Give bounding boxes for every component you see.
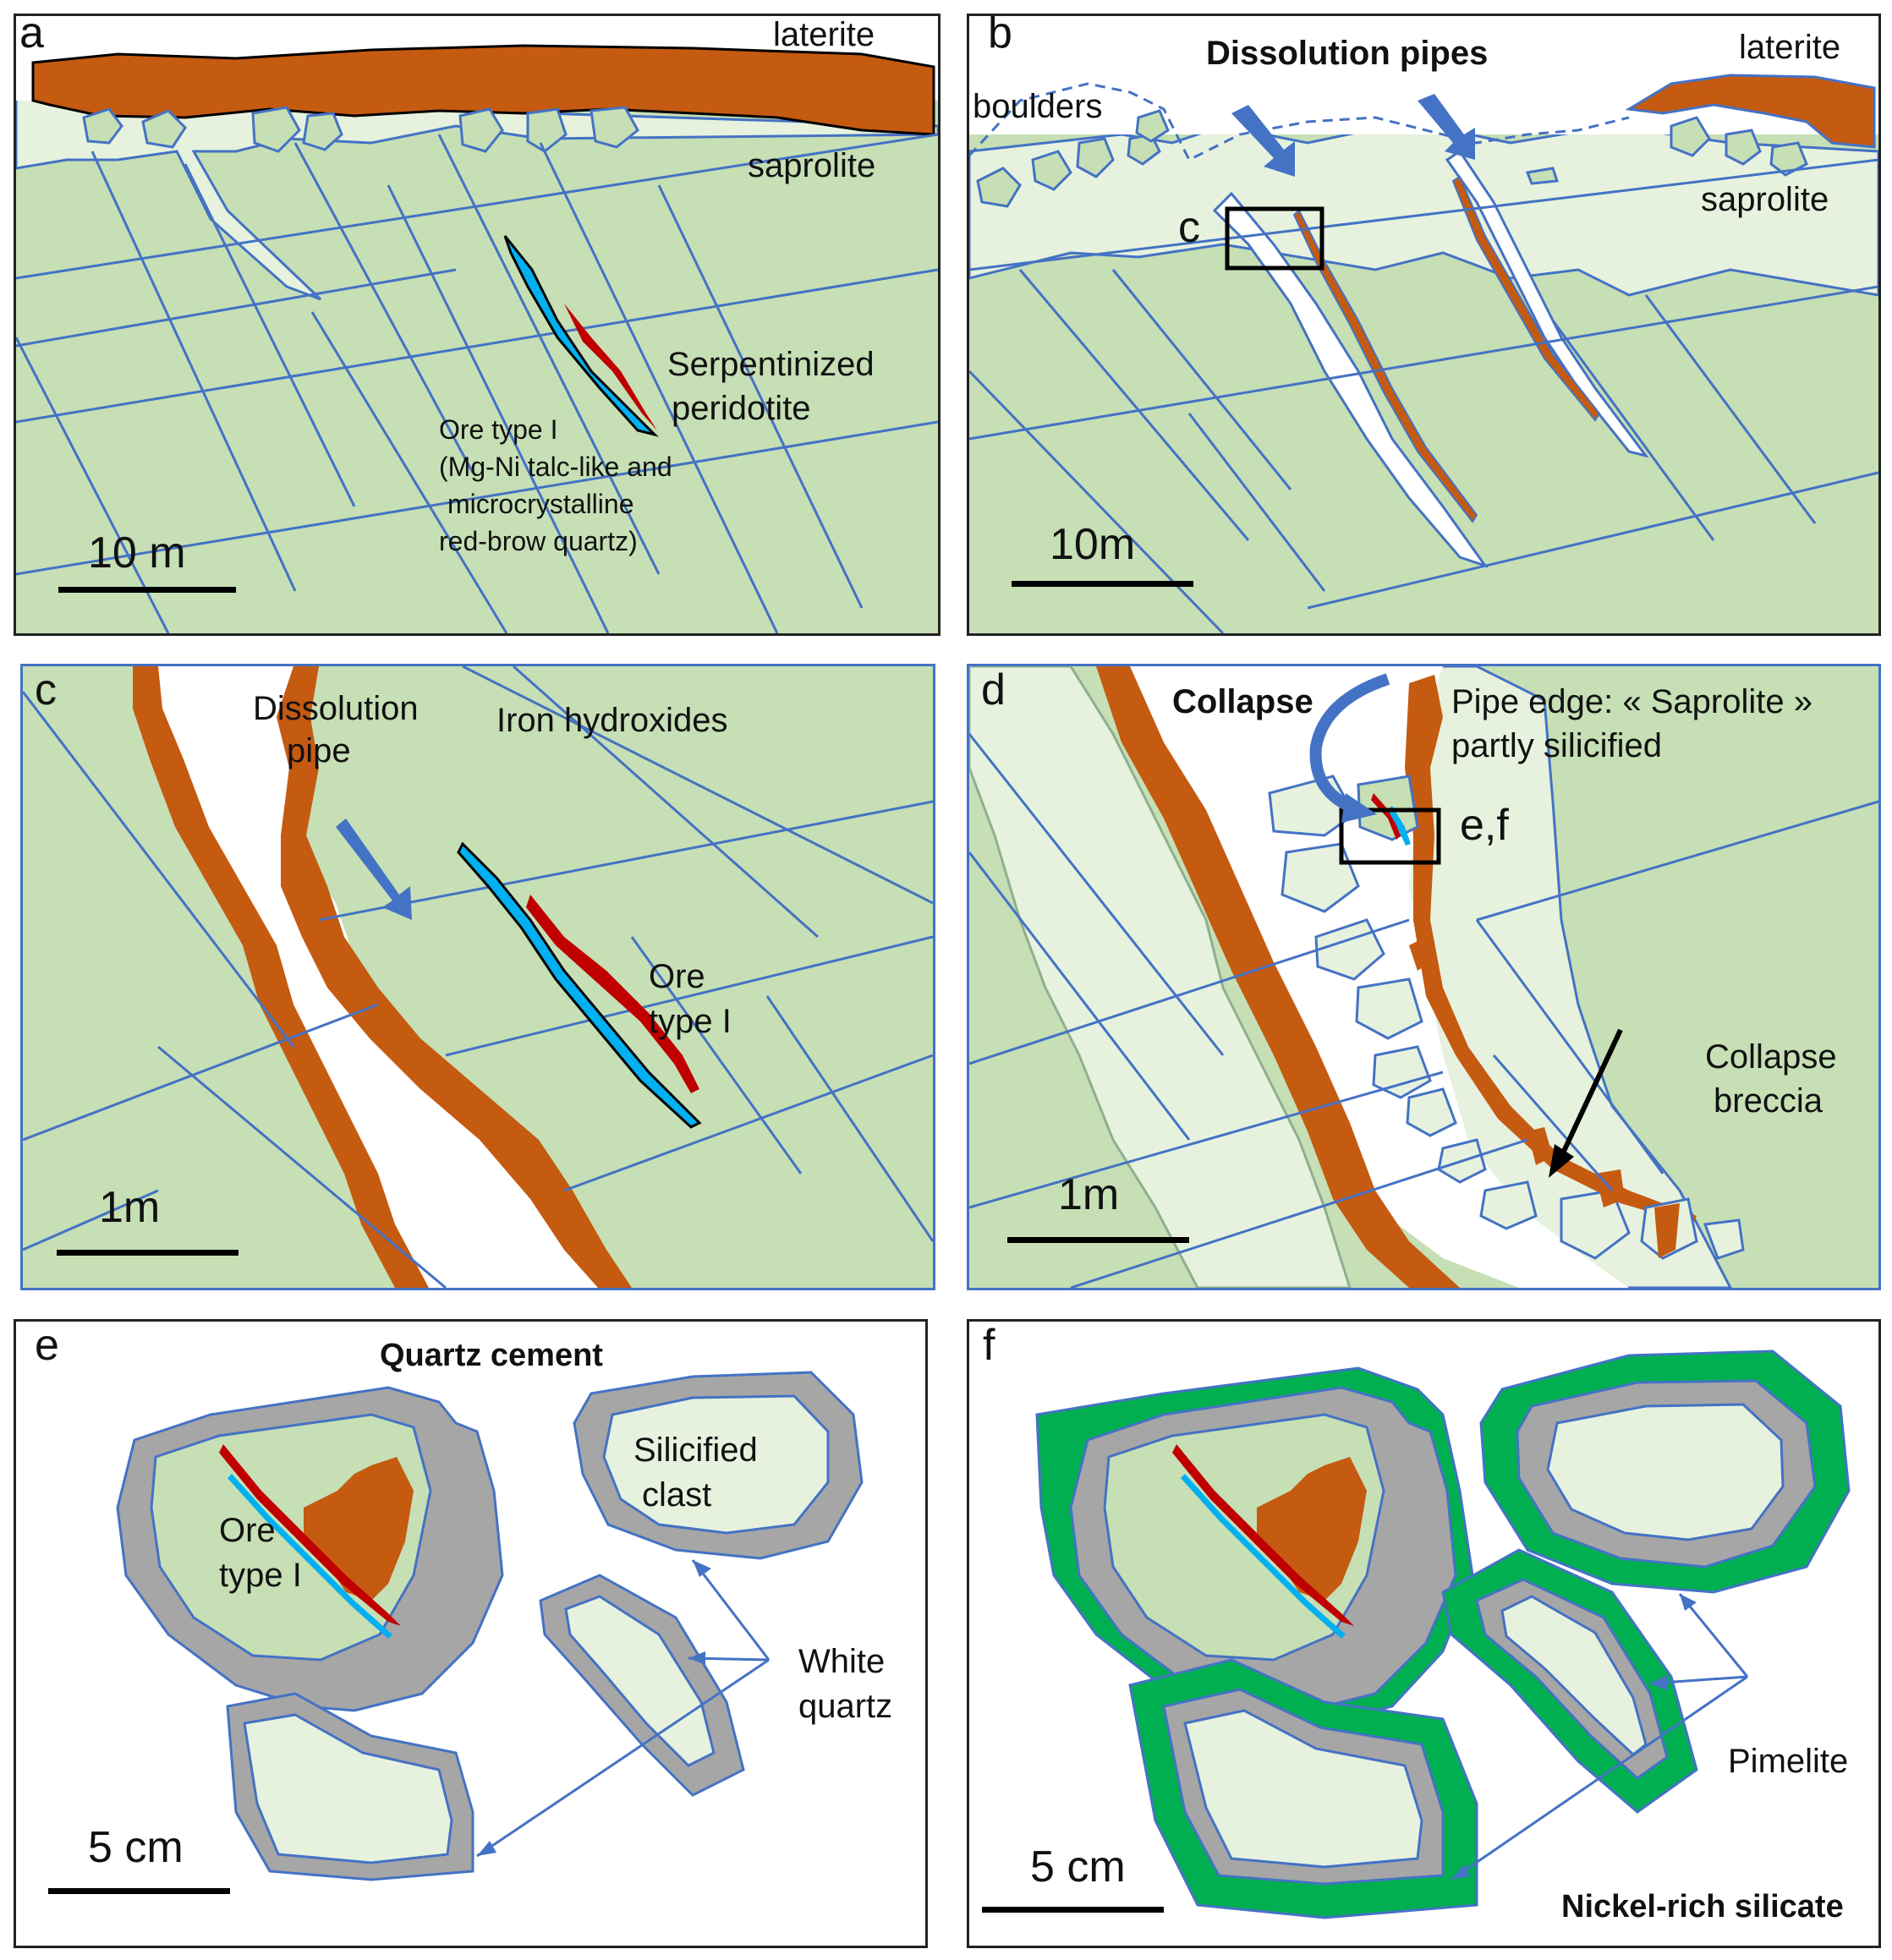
scale-label-f: 5 cm [1030, 1842, 1126, 1892]
scale-bar-d [1007, 1237, 1189, 1243]
panel-b: b Dissolution pipes boulders laterite sa… [967, 14, 1881, 636]
clast-ore-pimelite [1035, 1366, 1474, 1729]
label-collapse-breccia-1: Collapse [1705, 1038, 1837, 1076]
panel-c-drawing [23, 666, 933, 1288]
scale-label-e: 5 cm [88, 1823, 184, 1872]
panel-d: d Collapse Pipe edge: « Saprolite » part… [967, 664, 1881, 1290]
scale-bar-e [48, 1888, 230, 1894]
label-ore-desc-3: red-brow quartz) [439, 526, 638, 556]
scale-bar-f [982, 1907, 1164, 1913]
label-peridotite: peridotite [672, 390, 811, 427]
scale-bar-c [57, 1250, 239, 1256]
panel-letter-e: e [35, 1321, 59, 1370]
inset-label-ef: e,f [1460, 801, 1509, 850]
inset-box-c [1225, 206, 1324, 271]
label-saprolite: saprolite [748, 147, 876, 184]
scale-label-c: 1m [99, 1183, 161, 1232]
panel-letter-d: d [981, 665, 1006, 714]
label-pipe: pipe [287, 732, 351, 769]
boulders [82, 106, 639, 153]
inset-box-ef [1339, 808, 1441, 865]
label-ore-desc-2: microcrystalline [447, 489, 634, 519]
label-ore-type-1: Ore type I [439, 414, 558, 445]
label-ore: Ore [219, 1512, 276, 1549]
label-ore-type: type I [219, 1557, 302, 1594]
fractures [969, 158, 1878, 633]
label-white: White [798, 1643, 886, 1680]
label-saprolite: saprolite [1701, 181, 1829, 218]
panel-letter-c: c [35, 665, 57, 714]
panel-b-drawing [969, 16, 1878, 633]
panel-a-drawing [16, 16, 938, 633]
panel-d-drawing [969, 666, 1878, 1288]
label-collapse: Collapse [1172, 683, 1313, 720]
label-pipe-edge: Pipe edge: « Saprolite » [1451, 683, 1812, 720]
label-laterite: laterite [773, 16, 875, 53]
flow-arrows [1231, 94, 1475, 177]
label-quartz: quartz [798, 1688, 893, 1725]
pipe-left [1212, 191, 1489, 568]
label-laterite: laterite [1739, 29, 1841, 66]
dashed-former-surface [969, 82, 1630, 162]
iron-hydroxide-band [1096, 666, 1460, 1288]
label-clast: clast [642, 1476, 712, 1514]
fractures [969, 733, 1878, 1288]
label-pimelite: Pimelite [1728, 1743, 1849, 1780]
scale-label-b: 10m [1050, 520, 1136, 569]
laterite-crust [1625, 74, 1876, 149]
inset-label-c: c [1178, 203, 1200, 252]
pipe-right [1445, 149, 1649, 458]
panel-e-drawing [116, 1371, 864, 1881]
flow-arrow [336, 818, 412, 920]
label-silicified: Silicified [633, 1432, 758, 1469]
panel-letter-f: f [983, 1321, 995, 1370]
label-collapse-breccia-2: breccia [1714, 1082, 1823, 1120]
boulders [976, 109, 1808, 208]
label-boulders: boulders [973, 88, 1103, 125]
fractures [16, 133, 938, 633]
label-dissolution-pipes: Dissolution pipes [1206, 35, 1489, 72]
label-dissolution: Dissolution [253, 690, 419, 727]
fractures [23, 666, 933, 1288]
panel-letter-a: a [19, 14, 44, 57]
scale-label-d: 1m [1058, 1170, 1120, 1219]
collapse-arrow [1309, 673, 1390, 816]
laterite-crust [31, 44, 935, 136]
breccia-pointer [1559, 1028, 1623, 1158]
panel-letter-b: b [988, 14, 1012, 57]
iron-hydroxide-bands [133, 666, 632, 1288]
iron-hydroxide-band-right [1405, 675, 1697, 1224]
panel-a: a laterite saprolite Serpentinized perid… [14, 14, 941, 636]
scale-bar-b [1012, 581, 1193, 587]
scale-label-a: 10 m [88, 528, 186, 578]
clast-ore [116, 1386, 504, 1712]
panel-f: f Pimelite Nickel-rich silicate 5 cm [967, 1319, 1881, 1948]
ore-vein [503, 235, 659, 437]
scale-bar-a [58, 587, 236, 593]
ore-vein [457, 841, 702, 1129]
panel-e: e Quartz cement Ore type I Silicified cl… [14, 1319, 928, 1948]
panel-f-drawing [1035, 1350, 1851, 1919]
panel-c: c Dissolution pipe Iron hydroxides Ore t… [20, 664, 935, 1290]
label-quartz-cement: Quartz cement [380, 1338, 603, 1373]
label-nickel-rich-silicate: Nickel-rich silicate [1561, 1889, 1844, 1924]
label-iron-hydroxides: Iron hydroxides [496, 702, 728, 739]
label-partly-silicified: partly silicified [1451, 727, 1662, 764]
label-ore-type: type I [649, 1003, 732, 1040]
label-serpentinized: Serpentinized [667, 346, 875, 383]
dissolution-pipe [1096, 666, 1629, 1288]
label-ore: Ore [649, 958, 705, 995]
label-ore-desc-1: (Mg-Ni talc-like and [439, 452, 672, 482]
